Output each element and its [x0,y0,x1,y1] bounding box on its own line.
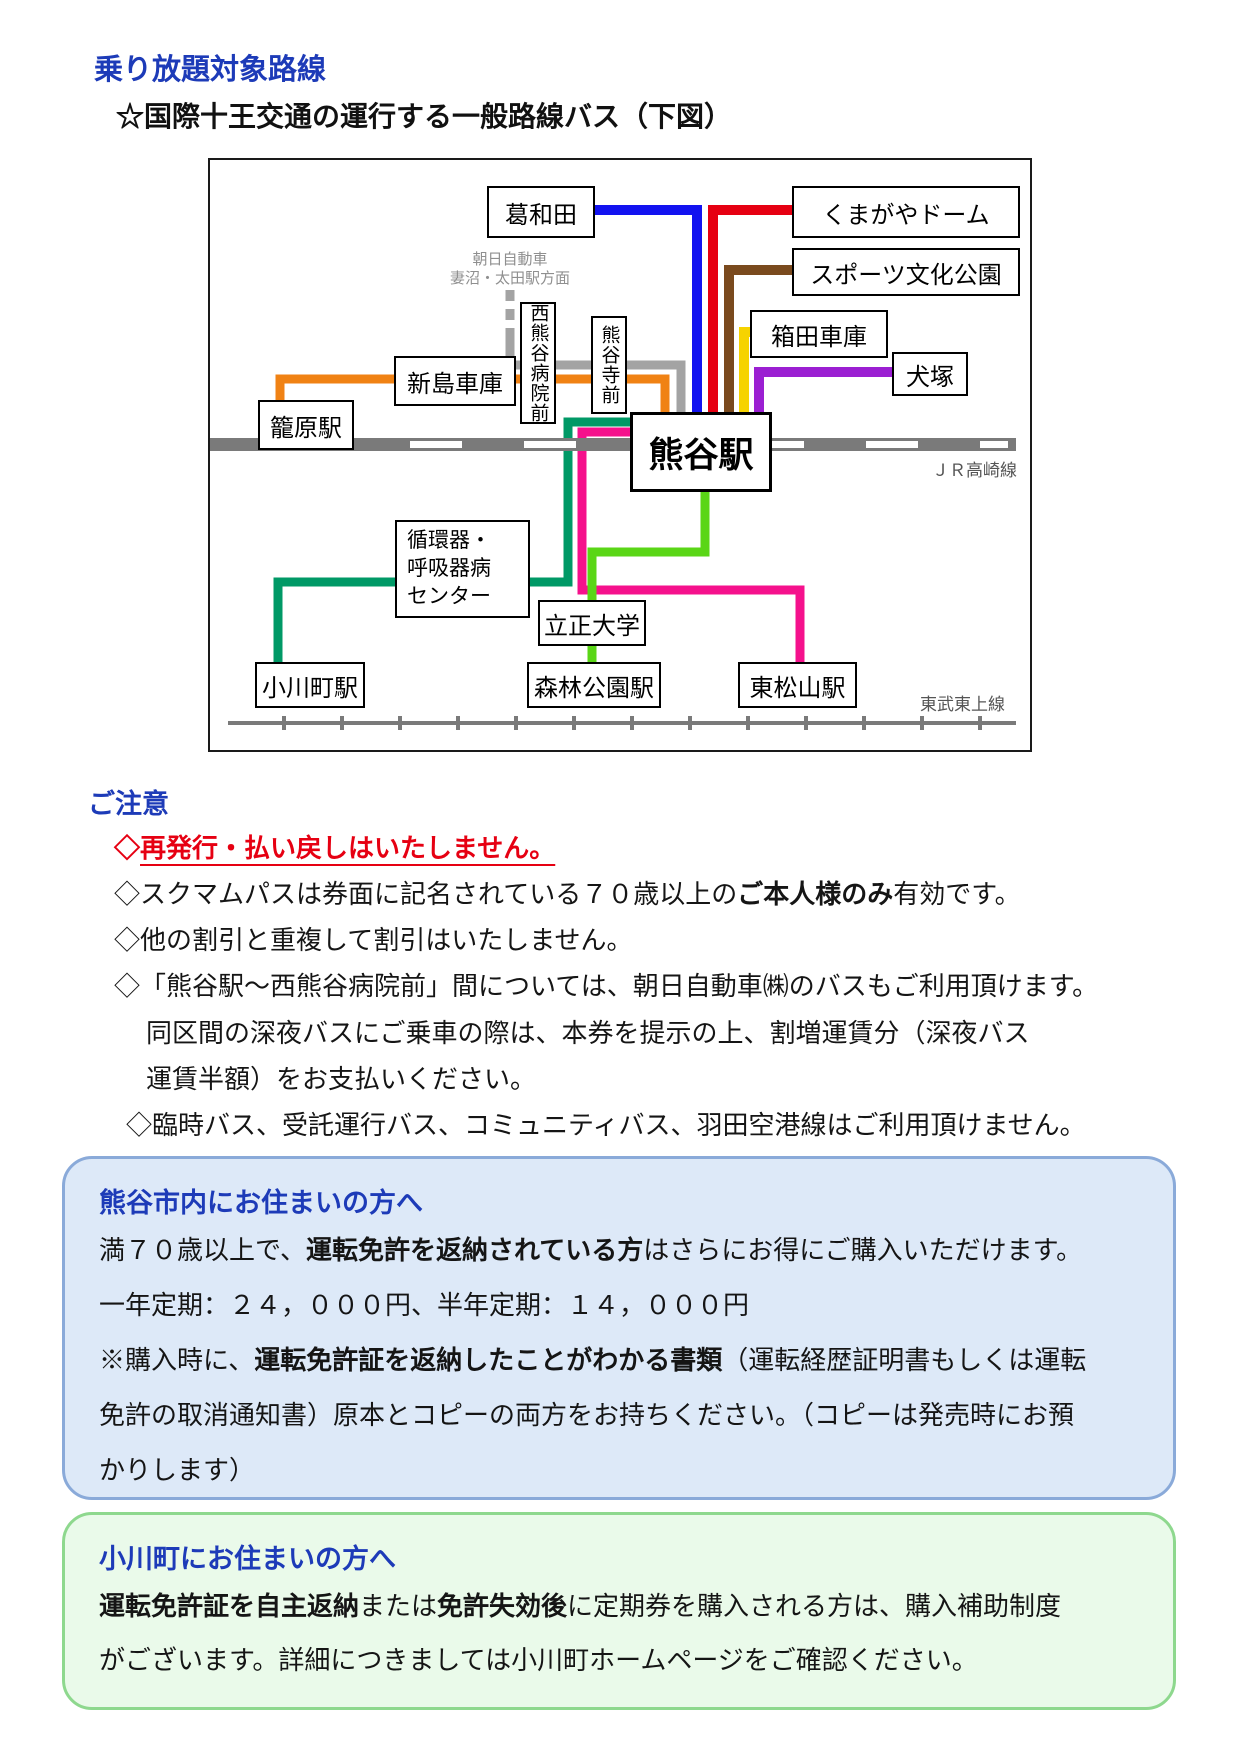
station-box-shinrin-koen: 森林公園駅 [527,662,661,708]
asahi-note-line2: 妻沼・太田駅方面 [449,270,570,287]
notice-item-excluded-buses: ◇臨時バス、受託運行バス、コミュニティバス、羽田空港線はご利用頂けません。 [126,1110,1086,1140]
kumagaya-box-line4: 免許の取消通知書）原本とコピーの両方をお持ちください。（コピーは発売時にお預 [99,1400,1075,1430]
station-box-kumagaya-station: 熊谷駅 [630,412,772,492]
route-matsuyama-pink-line [577,427,805,668]
kumagaya-box-line1: 満７０歳以上で、運転免許を返納されている方はさらにお得にご購入いただけます。 [99,1235,1083,1265]
kumagaya-box-line2: 一年定期：２４，０００円、半年定期：１４，０００円 [99,1290,750,1320]
route-kuzuwada-blue-line [588,205,702,450]
kumagaya-box-line3: ※購入時に、運転免許証を返納したことがわかる書類（運転経歴証明書もしくは運転 [99,1345,1087,1375]
station-box-hakoda: 箱田車庫 [750,310,888,358]
station-box-niijima: 新島車庫 [394,356,516,406]
station-box-kuzuwada: 葛和田 [487,186,595,238]
notice-heading: ご注意 [88,789,169,819]
notice-item-no-refund: ◇再発行・払い戻しはいたしません。 [114,833,556,863]
route-dome-red-line [708,205,795,450]
junkanki-line3: センター [407,585,491,608]
station-box-rissho-univ: 立正大学 [538,600,646,646]
station-box-sports-park: スポーツ文化公園 [792,248,1020,296]
page-subtitle: ☆国際十王交通の運行する一般路線バス（下図） [116,101,733,132]
station-box-kumagaya-dome: くまがやドーム [792,186,1020,238]
notice-item-asahi-bus: ◇「熊谷駅～西熊谷病院前」間については、朝日自動車㈱のバスもご利用頂けます。 [114,971,1099,1001]
info-box-ogawa: 小川町にお住まいの方へ 運転免許証を自主返納または免許失効後に定期券を購入される… [62,1512,1176,1710]
asahi-note-line1: 朝日自動車 [472,251,548,268]
notice-item-half-fare: 運賃半額）をお支払いください。 [146,1064,537,1094]
station-box-nishi-kumagaya-hospital: 西熊谷病院前 [520,302,556,424]
tobu-tojo-label: 東武東上線 [920,695,1005,714]
station-box-ogawamachi: 小川町駅 [255,662,365,708]
ogawa-box-heading: 小川町にお住まいの方へ [99,1544,396,1574]
kumagaya-box-heading: 熊谷市内にお住まいの方へ [99,1188,423,1218]
asahi-direction-note: 朝日自動車 妻沼・太田駅方面 [420,250,600,288]
tobu-tojo-railway [228,716,1016,730]
notice-item-age70: ◇スクマムパスは券面に記名されている７０歳以上のご本人様のみ有効です。 [114,879,1021,909]
kumagaya-box-line5: かりします） [99,1455,256,1485]
station-box-junkanki-center: 循環器・ 呼吸器病 センター [395,520,530,618]
junkanki-line1: 循環器・ [407,529,491,552]
ogawa-box-line2: がございます。詳細につきましては小川町ホームページをご確認ください。 [99,1645,978,1675]
station-box-kagohara: 籠原駅 [258,400,354,450]
junkanki-line2: 呼吸器病 [407,557,491,580]
jr-takasaki-label: ＪＲ高崎線 [932,461,1017,480]
station-box-higashi-matsuyama: 東松山駅 [738,662,857,708]
notice-item-no-double-discount: ◇他の割引と重複して割引はいたしません。 [114,925,633,955]
jr-takasaki-railway [210,438,1016,451]
route-ogawa-teal-line [273,417,690,668]
info-box-kumagaya: 熊谷市内にお住まいの方へ 満７０歳以上で、運転免許を返納されている方はさらにお得… [62,1156,1176,1500]
route-sportspark-brown-line [724,265,795,450]
notice-item-midnight-bus: 同区間の深夜バスにご乗車の際は、本券を提示の上、割増運賃分（深夜バス [146,1018,1030,1048]
station-box-yukokuji: 熊谷寺前 [591,316,627,414]
route-map: ＪＲ高崎線 東武東上線 朝日自動車 妻沼・太田駅方面 葛和田 くまがやドーム ス… [208,158,1032,752]
ogawa-box-line1: 運転免許証を自主返納または免許失効後に定期券を購入される方は、購入補助制度 [99,1591,1062,1621]
page-title: 乗り放題対象路線 [94,54,327,86]
station-box-inuzuka: 犬塚 [892,352,968,396]
route-lines [273,205,895,668]
